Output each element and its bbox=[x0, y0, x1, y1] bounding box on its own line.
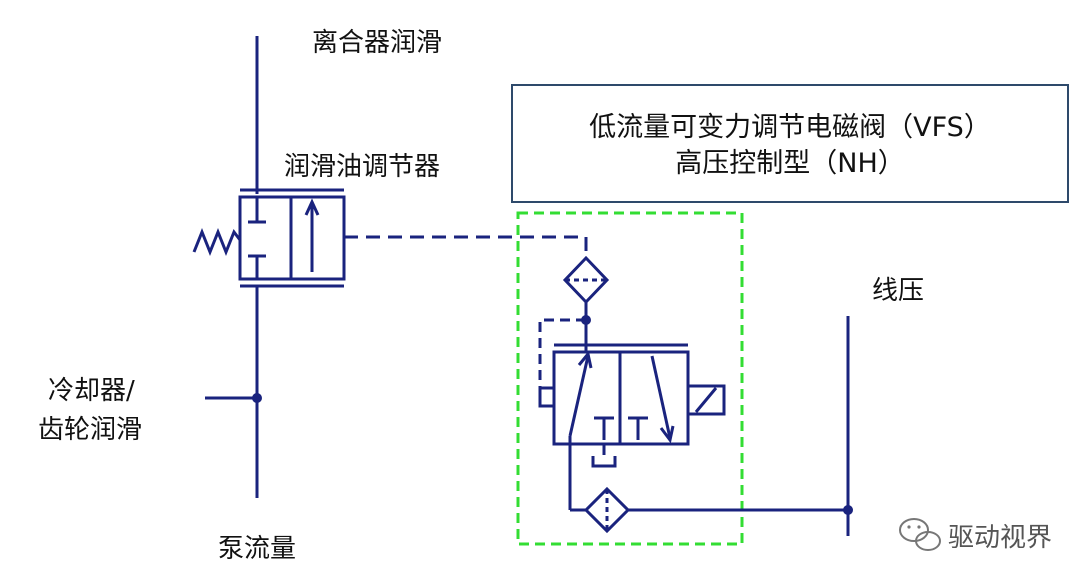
line-pressure-feed bbox=[568, 316, 850, 536]
solenoid-icon bbox=[686, 384, 726, 416]
vfs-feedback-line bbox=[538, 318, 586, 392]
title-line-1: 低流量可变力调节电磁阀（VFS） bbox=[589, 112, 991, 143]
wechat-icon bbox=[899, 518, 941, 551]
lower-filter-icon bbox=[583, 486, 631, 534]
title-line-2: 高压控制型（NH） bbox=[675, 148, 905, 179]
pilot-signal-line bbox=[344, 235, 588, 258]
spring-icon bbox=[192, 227, 242, 257]
junction-cooler bbox=[252, 393, 262, 403]
vfs-highlight-box bbox=[516, 211, 744, 546]
label-pump-flow: 泵流量 bbox=[218, 534, 296, 564]
main-lube-line bbox=[205, 36, 259, 498]
watermark-text: 驱动视界 bbox=[948, 523, 1052, 553]
label-lube-regulator: 润滑油调节器 bbox=[284, 152, 440, 182]
feedback-port bbox=[538, 386, 556, 408]
lube-regulator-valve bbox=[238, 188, 346, 288]
label-clutch-lube: 离合器润滑 bbox=[312, 28, 442, 58]
junction-line-pressure bbox=[843, 505, 853, 515]
title-box bbox=[511, 84, 1069, 203]
label-cooler-line-1: 冷却器/ bbox=[48, 376, 135, 406]
label-line-pressure: 线压 bbox=[872, 276, 924, 306]
vfs-valve-body bbox=[552, 320, 690, 468]
upper-filter-icon bbox=[562, 255, 610, 320]
label-cooler-line-2: 齿轮润滑 bbox=[38, 415, 142, 445]
